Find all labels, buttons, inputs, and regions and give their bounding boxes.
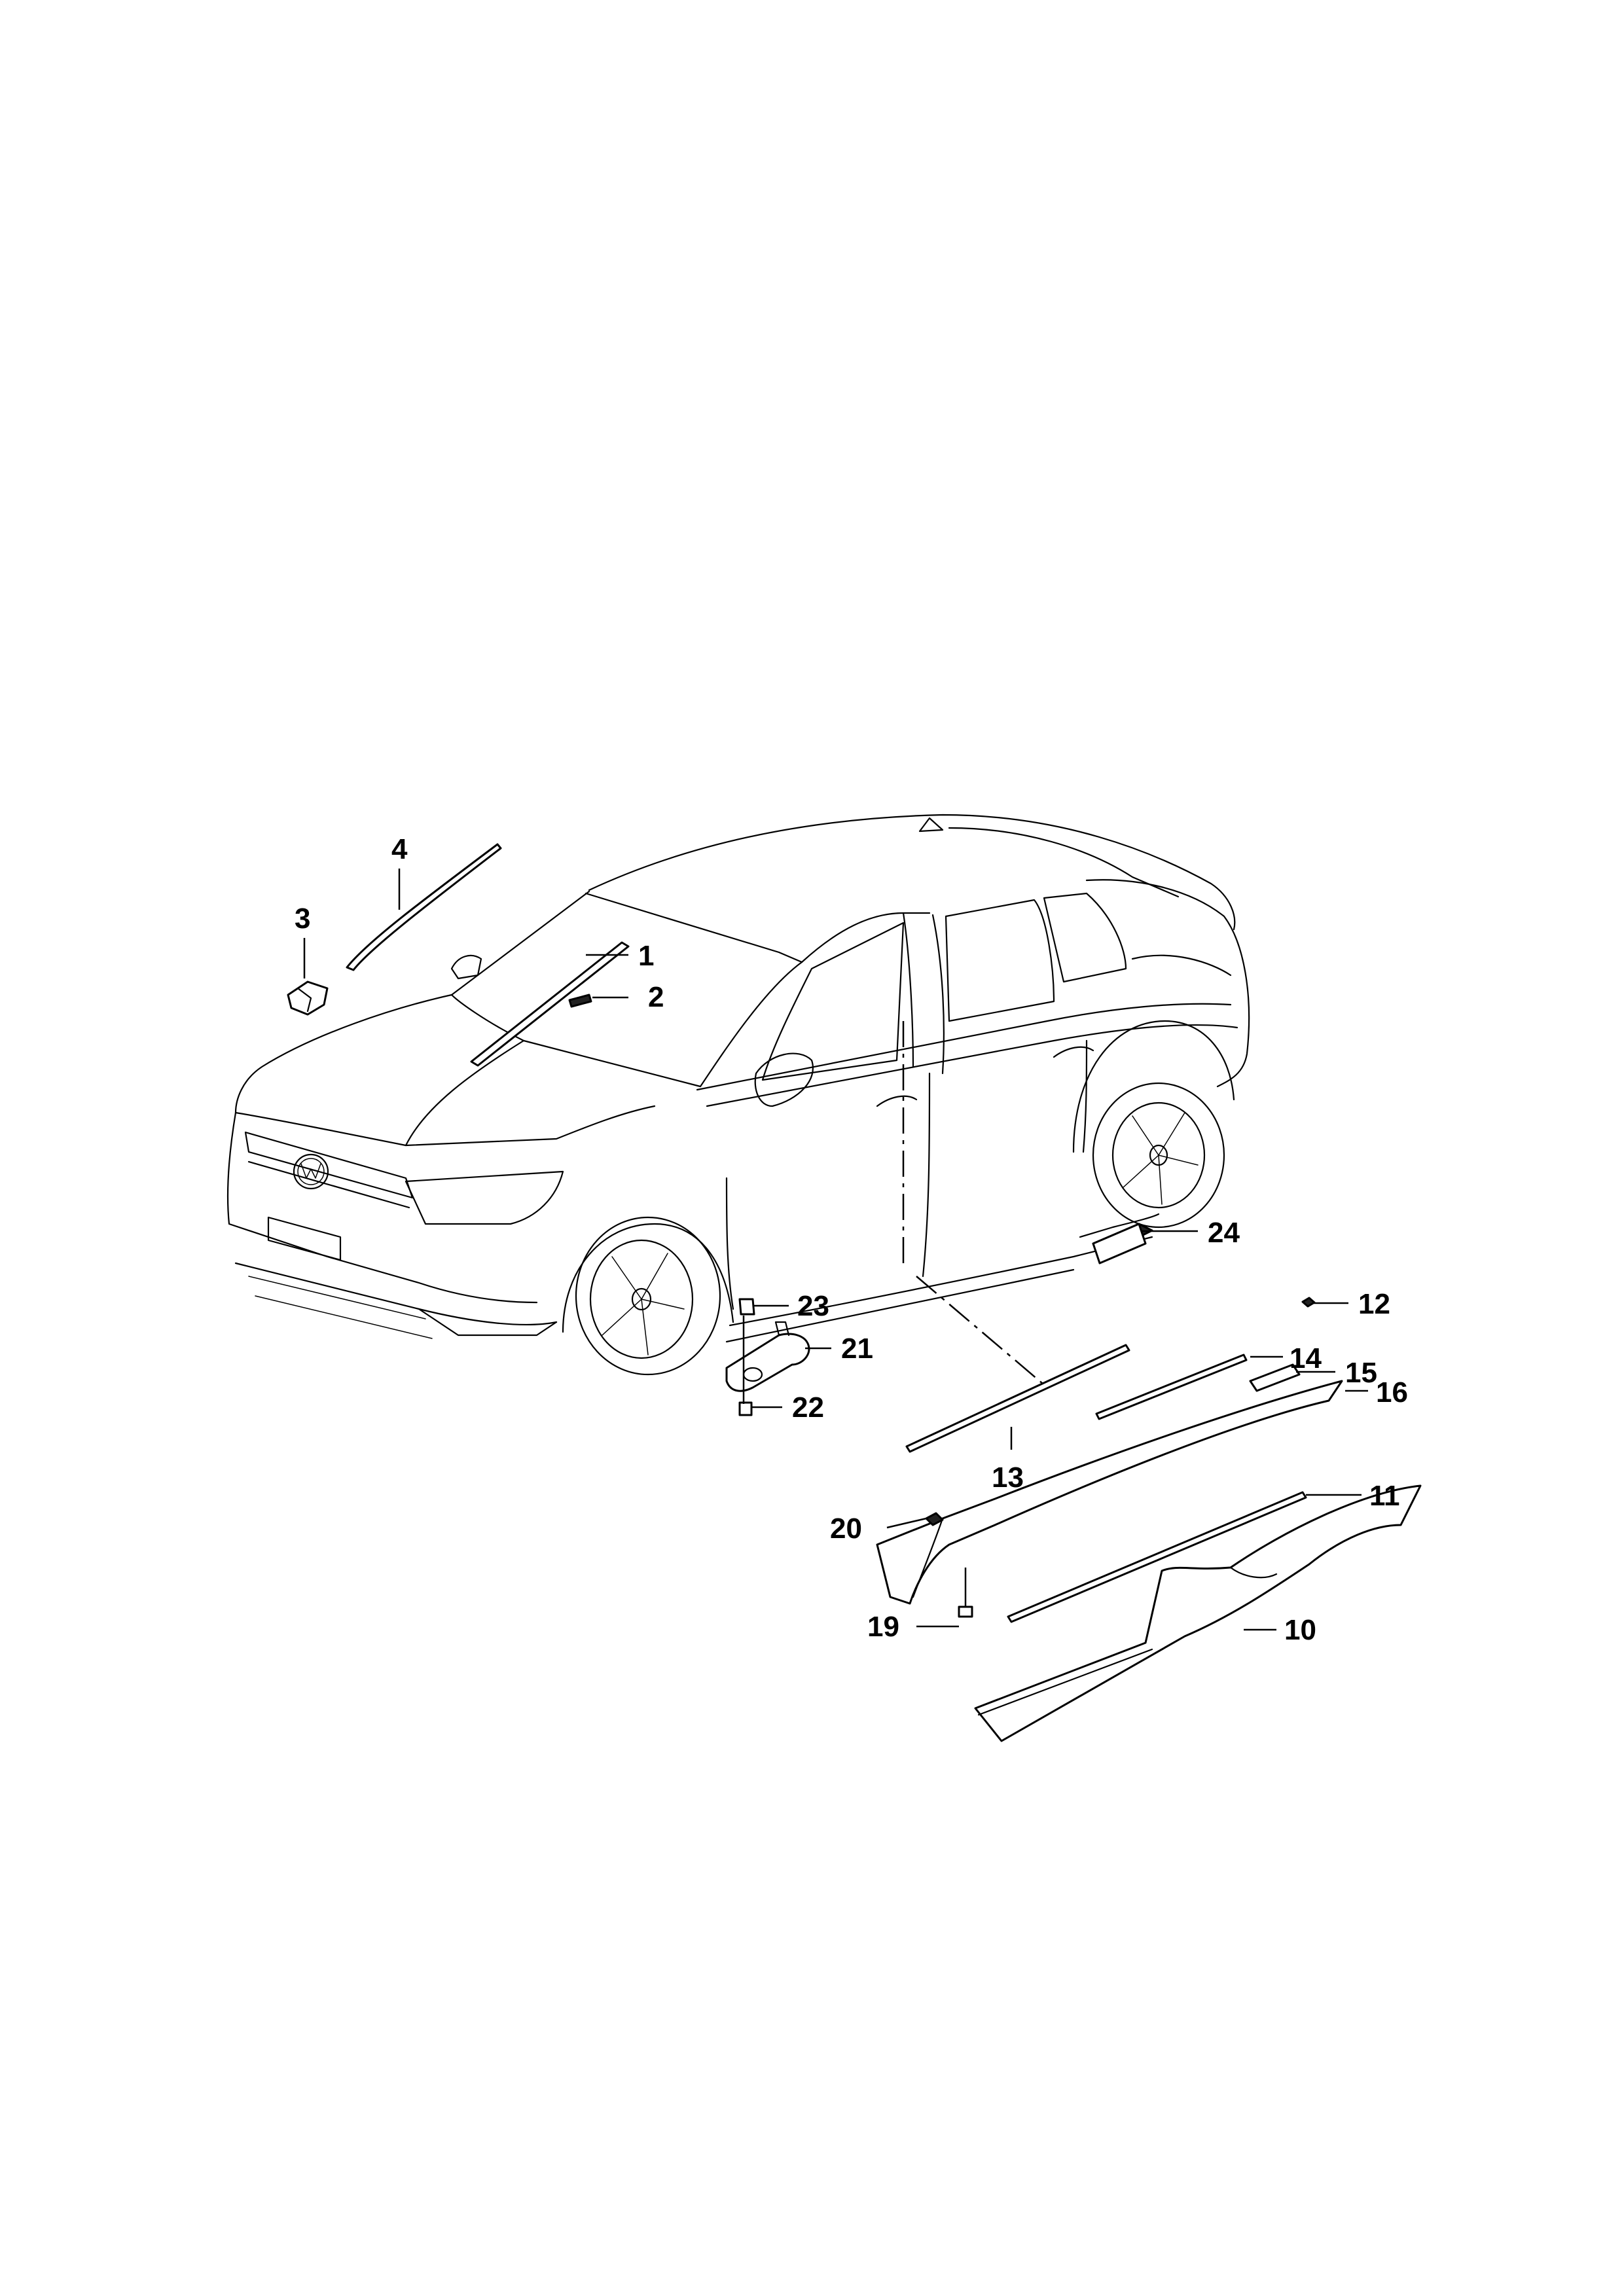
part-23-nut [738,1298,755,1316]
part-12-clip [1301,1297,1316,1308]
callout-14: 14 [1290,1342,1322,1374]
callout-12: 12 [1358,1288,1390,1320]
part-11-strip [1007,1491,1307,1623]
vw-logo [293,1153,329,1190]
callout-3: 3 [295,903,310,935]
part-16-side-skirt [876,1380,1343,1605]
part-4-roof-moulding [346,843,502,971]
part-14-strip [1095,1354,1248,1420]
part-13-strip [905,1344,1130,1453]
callout-23: 23 [797,1290,829,1322]
part-20-screw [925,1512,944,1526]
car-illustration [226,814,1250,1376]
part-1-windshield-strip [470,941,630,1067]
callout-15: 15 [1345,1357,1377,1389]
part-10-sill-panel [974,1484,1422,1742]
part-3-bracket [287,980,329,1016]
callout-11: 11 [1369,1480,1400,1512]
callout-1: 1 [638,940,654,972]
leader-lines [303,869,1368,1631]
part-21-bracket [725,1321,810,1392]
callout-16: 16 [1376,1376,1408,1408]
part-19-clip [958,1605,973,1618]
part-24-plate [1092,1223,1153,1265]
callout-22: 22 [792,1391,824,1424]
callout-4: 4 [391,833,408,865]
callout-21: 21 [841,1333,873,1365]
part-15-pad [1249,1363,1301,1392]
callout-10: 10 [1284,1614,1316,1646]
callout-13: 13 [992,1462,1024,1494]
callout-20: 20 [830,1513,862,1545]
callout-2: 2 [648,981,664,1013]
callout-24: 24 [1208,1217,1240,1249]
callout-labels: 1 2 3 4 10 11 12 13 14 15 16 19 20 21 22… [295,833,1408,1646]
callout-19: 19 [867,1611,899,1643]
part-22-screw [738,1401,753,1416]
part-2-clip [568,994,592,1008]
